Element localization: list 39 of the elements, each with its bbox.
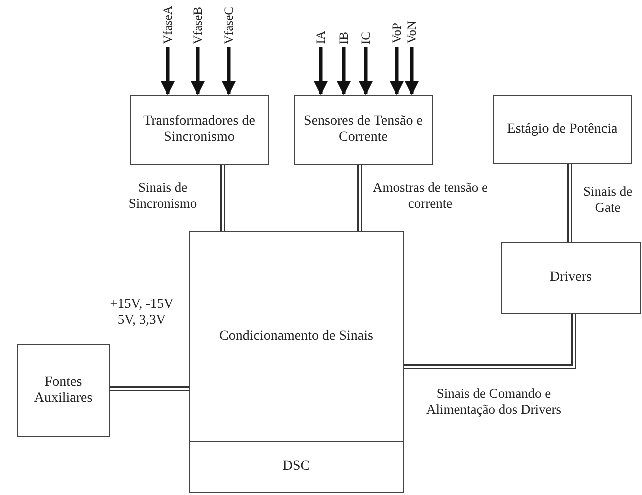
arrow	[161, 47, 175, 96]
double-line-connector	[358, 165, 362, 231]
process-box	[294, 95, 433, 165]
signal-label: IB	[337, 32, 351, 44]
arrow	[390, 47, 404, 96]
process-box	[17, 344, 110, 437]
arrow	[405, 47, 419, 96]
double-line-connector	[220, 165, 226, 231]
arrow	[337, 47, 351, 96]
edge-label: Sinais de Gate	[582, 184, 634, 216]
edge-label: Amostras de tensão e corrente	[372, 180, 490, 212]
box-text: Transformadores de Sincronismo	[142, 114, 256, 146]
box-text: Estágio de Potência	[506, 122, 619, 138]
signal-label: VfaseC	[222, 6, 236, 44]
signal-label: VfaseA	[161, 6, 175, 44]
edge-label: Sinais de Comando e Alimentação dos Drivers	[426, 386, 562, 418]
edge-label: Sinais de Sincronismo	[128, 180, 198, 212]
box-text: Condicionamento de Sinais	[218, 328, 374, 344]
edge-label: +15V, -15V 5V, 3,3V	[109, 296, 175, 328]
process-box	[501, 242, 641, 314]
signal-label: VoN	[405, 21, 419, 44]
process-box	[130, 95, 269, 165]
signal-label: IA	[314, 30, 328, 44]
box-text: DSC	[282, 459, 312, 475]
processor-box	[189, 231, 404, 493]
box-text: Fontes Auxiliares	[33, 374, 94, 406]
arrow	[359, 47, 373, 96]
box-text: Sensores de Tensão e Corrente	[303, 114, 424, 146]
signal-label: VfaseB	[191, 6, 205, 44]
double-line-connector	[110, 386, 189, 392]
box-text: Drivers	[549, 270, 593, 286]
arrow	[314, 47, 328, 96]
signal-label: IC	[359, 32, 373, 44]
arrow	[191, 47, 205, 96]
double-line-connector	[568, 164, 572, 242]
double-line-connector	[404, 314, 576, 370]
process-box	[493, 95, 632, 164]
signal-label: VoP	[390, 23, 404, 44]
arrow	[222, 47, 236, 96]
